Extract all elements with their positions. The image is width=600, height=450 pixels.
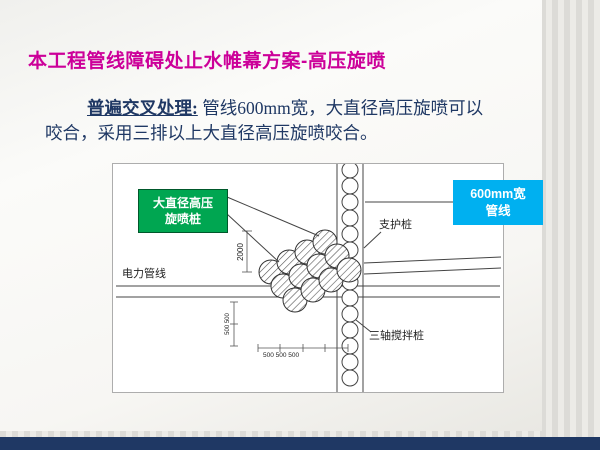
dim-2000-label: 2000	[236, 243, 245, 261]
power-line-label: 电力管线	[122, 266, 166, 280]
mixing-pile-label: 三轴搅拌桩	[369, 328, 424, 342]
pipeline-width-callout-line1: 600mm宽	[470, 186, 526, 201]
body-line-2: 咬合，采用三排以上大直径高压旋喷咬合。	[45, 123, 378, 144]
jet-grout-pile-cluster	[258, 229, 362, 313]
leader-lines	[226, 196, 454, 333]
technical-drawing: 电力管线 支护桩 三轴搅拌桩 2000 500 500 500 500 500	[116, 164, 502, 392]
body-line-1: 普遍交叉处理: 管线600mm宽，大直径高压旋喷可以	[45, 96, 550, 121]
jet-grout-pile-callout-line1: 大直径高压	[152, 195, 213, 210]
dim-500-vertical-label: 500 500	[225, 313, 231, 335]
pipeline-width-callout-line2: 管线	[485, 203, 511, 218]
slide-title: 本工程管线障碍处止水帷幕方案-高压旋喷	[28, 51, 386, 72]
body-line-1-rest: 管线600mm宽，大直径高压旋喷可以	[197, 98, 484, 118]
body-lead: 普遍交叉处理:	[87, 98, 198, 118]
support-pile-label: 支护桩	[379, 217, 412, 231]
pipeline-width-callout: 600mm宽 管线	[453, 180, 543, 225]
dim-500-horizontal-label: 500 500 500	[263, 352, 300, 359]
jet-grout-pile-callout: 大直径高压 旋喷桩	[138, 189, 228, 233]
jet-grout-pile-callout-line2: 旋喷桩	[164, 212, 201, 226]
dimension-lines	[230, 230, 349, 352]
body-paragraph: 普遍交叉处理: 管线600mm宽，大直径高压旋喷可以 咬合，采用三排以上大直径高…	[45, 96, 550, 147]
right-pipeline-lines	[363, 256, 502, 275]
pile-wall-circles	[341, 164, 359, 387]
footer-bar	[0, 437, 600, 450]
